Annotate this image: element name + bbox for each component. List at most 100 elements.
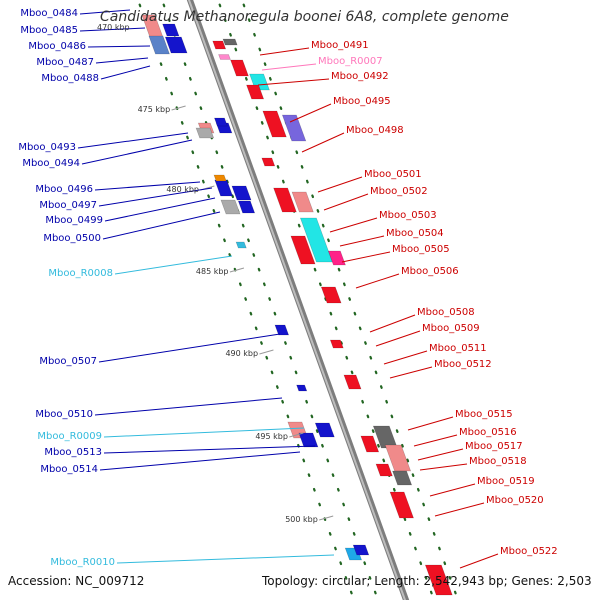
gene-leader-left — [98, 333, 281, 363]
gene-label-right: Mboo_0492 — [331, 71, 389, 82]
gene-label-right: Mboo_0495 — [333, 96, 391, 107]
gene-label-left: Mboo_0488 — [41, 73, 99, 84]
gene-leader-left — [116, 554, 335, 564]
gene-feature-44 — [424, 564, 453, 596]
gene-feature-26 — [327, 250, 346, 266]
gene-feature-16 — [281, 114, 307, 142]
gene-label-left: Mboo_0485 — [20, 25, 78, 36]
guide-track-4 — [240, 0, 461, 604]
gene-feature-5 — [222, 38, 238, 46]
gene-leader-right — [341, 251, 391, 263]
scale-tick-mark — [289, 432, 304, 438]
gene-label-right: Mboo_0511 — [429, 343, 487, 354]
gene-label-right: Mboo_0498 — [346, 125, 404, 136]
gene-leader-left — [103, 445, 316, 454]
gene-leader-right — [257, 78, 330, 86]
gene-label-right: Mboo_0506 — [401, 266, 459, 277]
gene-label-right: Mboo_0516 — [459, 427, 517, 438]
gene-label-right: Mboo_0501 — [364, 169, 422, 180]
gene-feature-34 — [298, 432, 319, 448]
gene-label-right: Mboo_0503 — [379, 210, 437, 221]
gene-label-left: Mboo_R0009 — [37, 431, 102, 442]
gene-feature-21 — [220, 199, 241, 215]
gene-feature-31 — [343, 374, 362, 390]
gene-leader-right — [419, 463, 468, 471]
gene-label-right: Mboo_0504 — [386, 228, 444, 239]
gene-label-right: Mboo_0519 — [477, 476, 535, 487]
gene-leader-right — [329, 217, 378, 233]
gene-label-left: Mboo_0487 — [36, 57, 94, 68]
gene-leader-right — [317, 176, 363, 193]
gene-label-left: Mboo_0513 — [44, 447, 102, 458]
gene-leader-left — [94, 181, 201, 191]
gene-leader-right — [261, 63, 317, 71]
gene-label-left: Mboo_0514 — [40, 464, 98, 475]
gene-label-right: Mboo_0512 — [434, 359, 492, 370]
gene-leader-right — [323, 193, 369, 211]
map-title: Candidatus Methanoregula boonei 6A8, com… — [100, 9, 509, 25]
gene-leader-left — [79, 27, 146, 32]
gene-feature-22 — [237, 200, 256, 214]
gene-label-left: Mboo_0507 — [39, 356, 97, 367]
gene-leader-right — [375, 330, 421, 347]
scale-tick-label: 490 kbp — [225, 349, 259, 358]
gene-label-left: Mboo_0484 — [20, 8, 78, 19]
scale-tick-label: 480 kbp — [166, 185, 199, 194]
gene-leader-right — [383, 350, 428, 365]
gene-leader-right — [289, 103, 332, 123]
gene-leader-right — [355, 273, 400, 289]
gene-label-left: Mboo_0486 — [28, 41, 86, 52]
gene-leader-right — [259, 47, 310, 56]
gene-leader-left — [102, 211, 221, 240]
gene-label-left: Mboo_0499 — [45, 215, 103, 226]
topology-text: Topology: circular; Length: 2,542,943 bp… — [262, 574, 592, 588]
gene-leader-right — [459, 553, 499, 569]
guide-track-2 — [160, 0, 381, 604]
gene-leader-left — [100, 65, 151, 80]
gene-feature-10 — [246, 84, 265, 100]
gene-feature-25 — [299, 217, 333, 263]
gene-feature-39 — [360, 435, 380, 453]
gene-label-right: Mboo_0520 — [486, 495, 544, 506]
gene-feature-17 — [261, 157, 276, 167]
gene-feature-28 — [320, 286, 342, 304]
gene-leader-right — [413, 434, 458, 447]
gene-feature-8 — [230, 59, 249, 77]
gene-label-right: Mboo_0505 — [392, 244, 450, 255]
gene-label-left: Mboo_0500 — [43, 233, 101, 244]
gene-label-right: Mboo_0491 — [311, 40, 369, 51]
gene-feature-4 — [162, 23, 180, 37]
gene-label-right: Mboo_0508 — [417, 307, 475, 318]
gene-feature-18 — [214, 179, 234, 197]
gene-leader-left — [87, 45, 151, 48]
gene-leader-right — [434, 502, 485, 517]
scale-tick-label: 485 kbp — [195, 267, 229, 276]
gene-feature-32 — [296, 384, 308, 392]
gene-leader-left — [95, 57, 149, 64]
gene-label-left: Mboo_0510 — [35, 409, 93, 420]
gene-feature-27 — [290, 235, 316, 265]
gene-feature-43 — [352, 544, 370, 556]
guide-track-1 — [136, 0, 357, 604]
gene-leader-right — [389, 366, 433, 379]
gene-feature-45 — [235, 241, 247, 249]
gene-leader-left — [79, 9, 131, 15]
gene-leader-left — [103, 427, 305, 438]
gene-label-left: Mboo_R0010 — [50, 557, 115, 568]
scale-tick-mark — [319, 515, 334, 521]
gene-feature-7 — [218, 54, 231, 60]
gene-leader-right — [339, 235, 385, 247]
gene-leader-left — [94, 397, 283, 416]
gene-leader-left — [77, 132, 189, 149]
gene-label-right: Mboo_0517 — [465, 441, 523, 452]
gene-leader-right — [407, 416, 454, 431]
gene-feature-24 — [291, 191, 314, 213]
gene-label-right: Mboo_R0007 — [318, 56, 383, 67]
gene-leader-left — [98, 187, 213, 207]
gene-feature-2 — [148, 35, 170, 55]
scale-tick-label: 500 kbp — [285, 515, 318, 524]
gene-label-right: Mboo_0522 — [500, 546, 558, 557]
gene-feature-20 — [231, 185, 252, 201]
